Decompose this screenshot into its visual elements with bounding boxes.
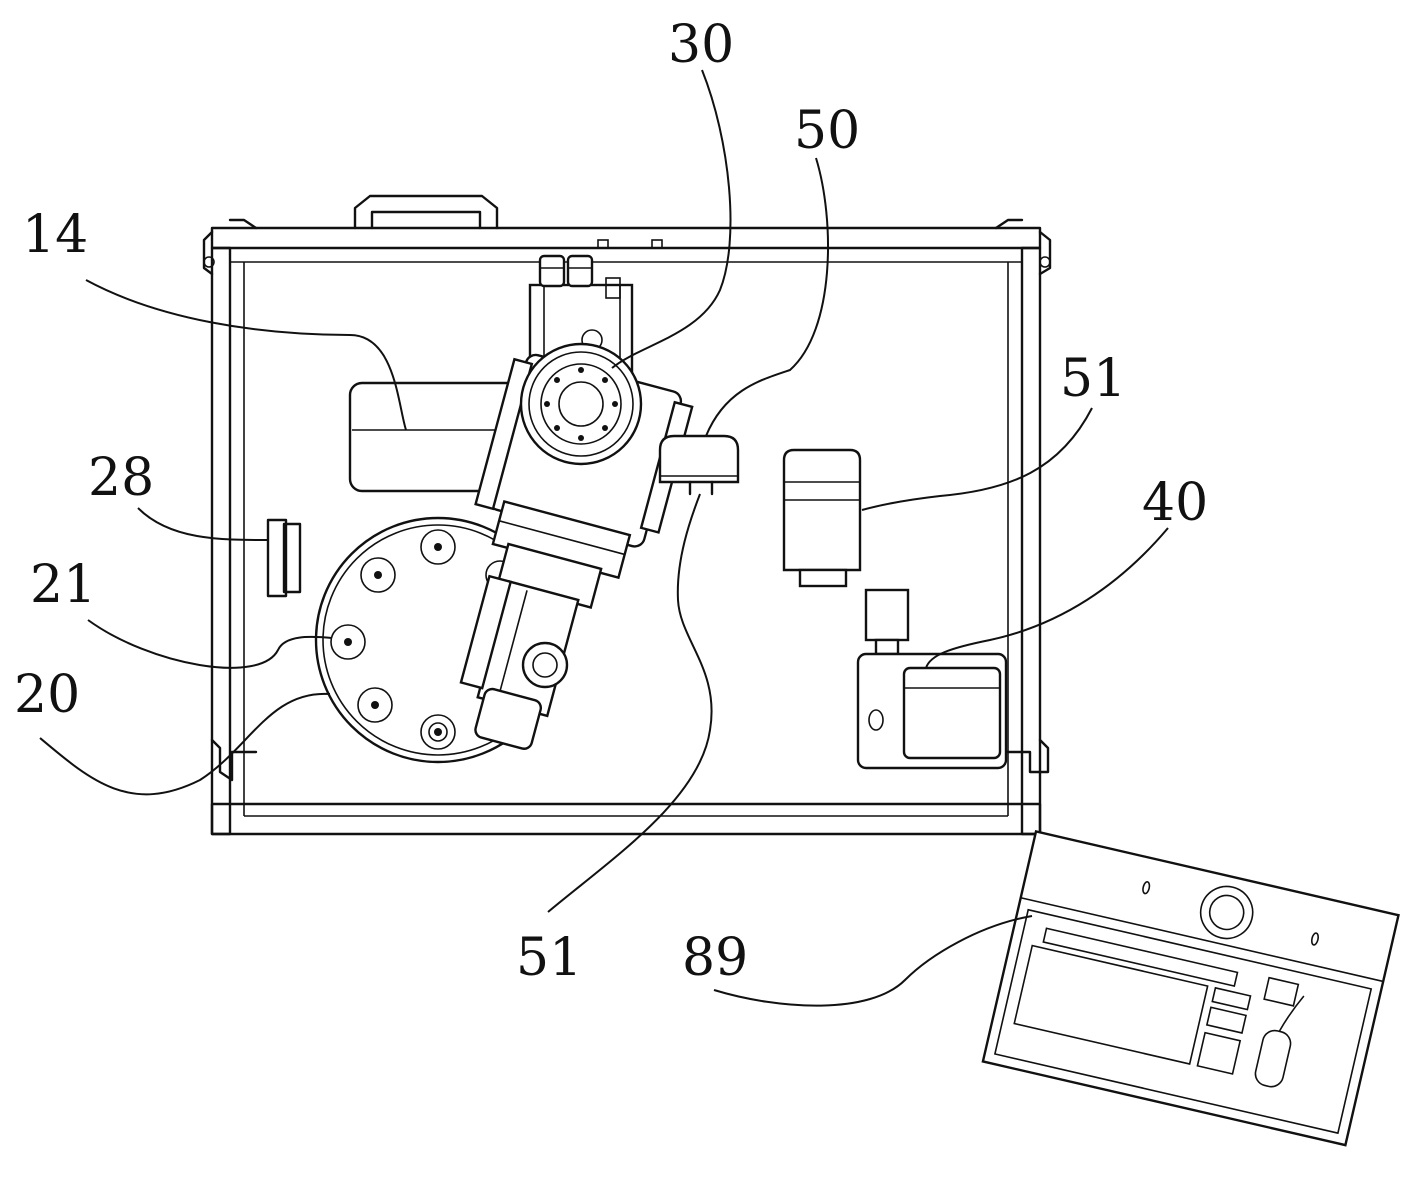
- label-14: 14: [22, 205, 88, 265]
- leader-40: [926, 528, 1168, 668]
- label-20: 20: [14, 665, 80, 725]
- leader-51-top: [862, 408, 1092, 510]
- leader-21: [88, 620, 332, 668]
- leader-20: [40, 694, 330, 795]
- label-28: 28: [88, 448, 154, 508]
- label-30: 30: [668, 15, 734, 75]
- label-51-bottom: 51: [516, 928, 582, 988]
- leader-50: [706, 158, 828, 436]
- component-51: [784, 450, 860, 586]
- case-top-wall: [212, 228, 1040, 248]
- case-left-wall: [212, 248, 230, 834]
- leader-14: [86, 280, 406, 430]
- label-40: 40: [1142, 473, 1208, 533]
- leader-89: [714, 916, 1032, 1006]
- label-21: 21: [30, 555, 96, 615]
- case-bottom-wall: [212, 804, 1040, 834]
- case-right-wall: [1022, 248, 1040, 834]
- leader-28: [138, 508, 268, 540]
- block-28: [268, 520, 300, 596]
- label-50: 50: [794, 101, 860, 161]
- case-handle: [355, 196, 497, 228]
- label-51-top: 51: [1060, 349, 1126, 409]
- motor-40: [858, 590, 1006, 768]
- control-box-89: [983, 831, 1399, 1145]
- label-89: 89: [682, 928, 748, 988]
